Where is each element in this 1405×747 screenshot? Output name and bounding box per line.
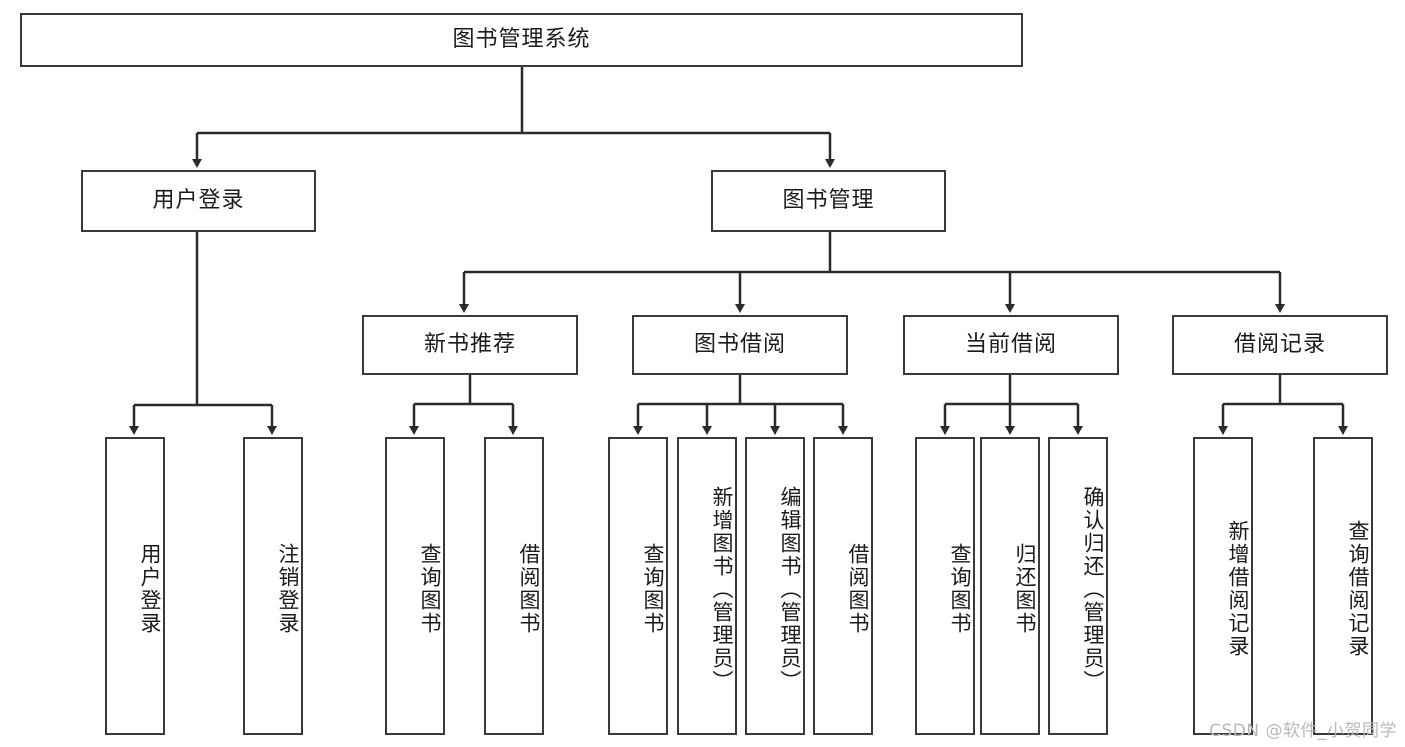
leaf-label: 注销登录 bbox=[276, 543, 300, 635]
node-book-management[interactable]: 图书管理 bbox=[711, 170, 946, 232]
leaf-label: 查询图书 bbox=[948, 543, 972, 635]
leaf-current-confirm-return-admin[interactable]: 确认归还（管理员） bbox=[1048, 437, 1108, 735]
node-root-system[interactable]: 图书管理系统 bbox=[20, 13, 1023, 67]
watermark-text: CSDN @软件_小贺同学 bbox=[1209, 721, 1397, 741]
leaf-new-book-borrow[interactable]: 借阅图书 bbox=[484, 437, 544, 735]
leaf-current-return-book[interactable]: 归还图书 bbox=[980, 437, 1040, 735]
leaf-record-query[interactable]: 查询借阅记录 bbox=[1313, 437, 1373, 735]
leaf-label: 查询图书 bbox=[641, 543, 665, 635]
leaf-borrow-query-book[interactable]: 查询图书 bbox=[608, 437, 668, 735]
node-book-borrow[interactable]: 图书借阅 bbox=[632, 315, 848, 375]
leaf-label: 借阅图书 bbox=[846, 543, 870, 635]
node-user-login[interactable]: 用户登录 bbox=[81, 170, 316, 232]
leaf-label: 确认归还（管理员） bbox=[1081, 485, 1105, 693]
leaf-label: 新增借阅记录 bbox=[1226, 520, 1250, 658]
leaf-borrow-add-book-admin[interactable]: 新增图书（管理员） bbox=[677, 437, 737, 735]
leaf-current-query-book[interactable]: 查询图书 bbox=[915, 437, 975, 735]
leaf-record-add[interactable]: 新增借阅记录 bbox=[1193, 437, 1253, 735]
node-new-book-recommend[interactable]: 新书推荐 bbox=[362, 315, 578, 375]
leaf-label: 查询借阅记录 bbox=[1346, 520, 1370, 658]
leaf-new-book-query[interactable]: 查询图书 bbox=[385, 437, 445, 735]
leaf-label: 查询图书 bbox=[418, 543, 442, 635]
leaf-borrow-edit-book-admin[interactable]: 编辑图书（管理员） bbox=[745, 437, 805, 735]
leaf-label: 编辑图书（管理员） bbox=[778, 485, 802, 693]
leaf-label: 新增图书（管理员） bbox=[710, 485, 734, 693]
leaf-label: 归还图书 bbox=[1013, 543, 1037, 635]
leaf-user-login-signin[interactable]: 用户登录 bbox=[105, 437, 165, 735]
leaf-label: 借阅图书 bbox=[517, 543, 541, 635]
leaf-label: 用户登录 bbox=[138, 543, 162, 635]
leaf-borrow-borrow-book[interactable]: 借阅图书 bbox=[813, 437, 873, 735]
node-current-borrow[interactable]: 当前借阅 bbox=[903, 315, 1119, 375]
node-borrow-record[interactable]: 借阅记录 bbox=[1172, 315, 1388, 375]
leaf-user-login-signout[interactable]: 注销登录 bbox=[243, 437, 303, 735]
